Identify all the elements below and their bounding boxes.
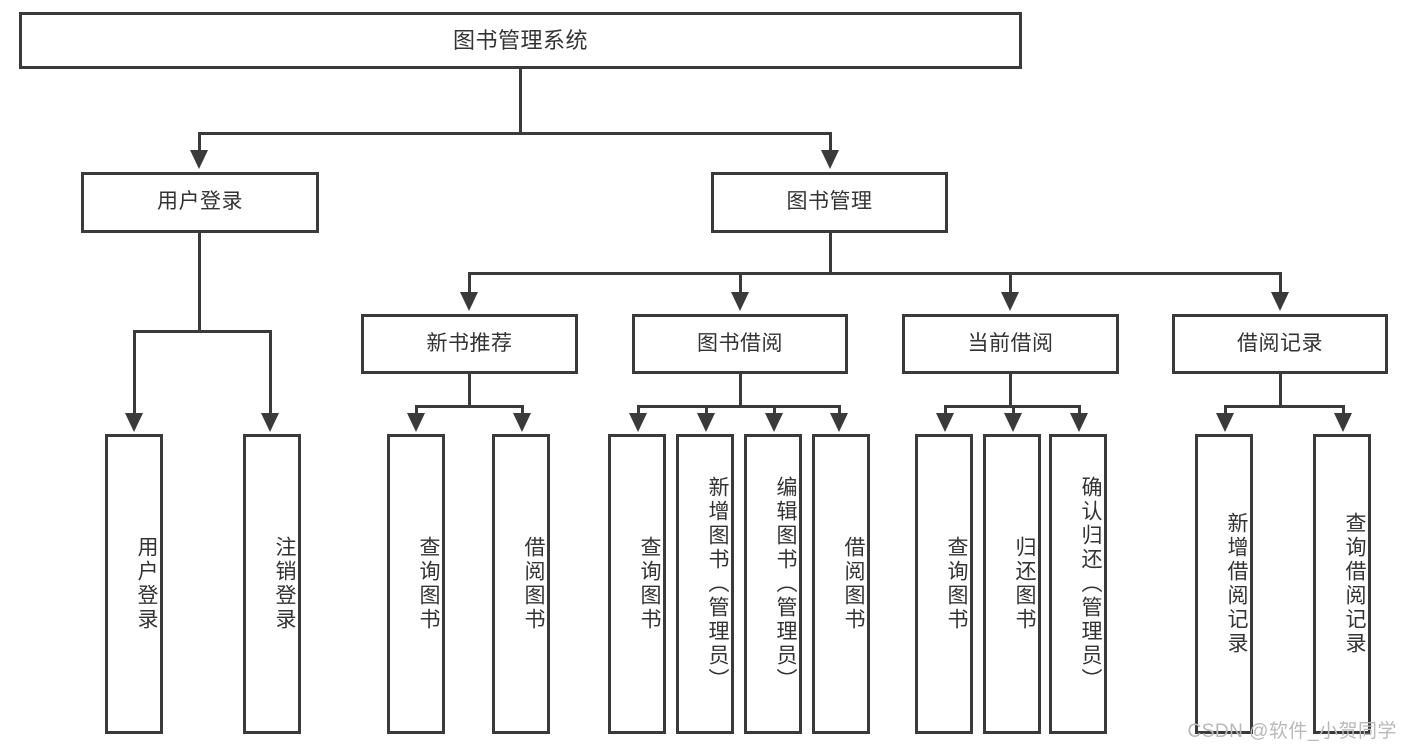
edge-book-mgmt-bus	[468, 272, 1282, 275]
arrowhead-book-borrow-to-leaf-4	[830, 413, 848, 432]
arrowhead-book-mgmt-to-l2-2	[731, 292, 749, 311]
leaf-new-book-query-book[interactable]: 查询图书	[387, 434, 445, 734]
edge-borrow-record-stem	[1279, 374, 1282, 408]
node-label: 借阅图书	[842, 536, 865, 632]
node-label: 新书推荐	[426, 331, 513, 355]
leaf-book-borrow-borrow-book[interactable]: 借阅图书	[812, 434, 870, 734]
leaf-user-login-logout[interactable]: 注销登录	[243, 434, 301, 734]
edge-book-borrow-to-leaf-2	[705, 405, 708, 415]
node-label: 编辑图书（管理员）	[774, 476, 797, 692]
edge-current-borrow-stem	[1009, 374, 1012, 408]
edge-book-borrow-to-leaf-4	[838, 405, 841, 415]
node-book-borrow[interactable]: 图书借阅	[632, 314, 848, 374]
edge-book-borrow-stem	[739, 374, 742, 408]
node-new-book-recommend[interactable]: 新书推荐	[361, 314, 578, 374]
edge-user-login-to-leaf-2	[269, 330, 272, 415]
edge-user-login-bus	[133, 330, 271, 333]
edge-root-to-book-mgmt	[829, 132, 832, 152]
node-label: 查询图书	[945, 536, 968, 632]
arrowhead-user-login-to-leaf-1	[125, 413, 143, 432]
edge-current-borrow-to-leaf-1	[944, 405, 947, 415]
edge-borrow-record-to-leaf-2	[1342, 405, 1345, 415]
edge-new-book-bus	[415, 405, 523, 408]
arrowhead-root-to-book-mgmt	[821, 150, 839, 169]
edge-new-book-to-leaf-1	[415, 405, 418, 415]
edge-book-borrow-to-leaf-3	[773, 405, 776, 415]
edge-current-borrow-to-leaf-2	[1012, 405, 1015, 415]
node-label: 注销登录	[273, 536, 296, 632]
arrowhead-borrow-record-to-leaf-2	[1334, 413, 1352, 432]
edge-root-to-user-login	[198, 132, 201, 152]
edge-book-mgmt-to-l2-3	[1009, 272, 1012, 294]
leaf-current-borrow-query-book[interactable]: 查询图书	[915, 434, 973, 734]
arrowhead-current-borrow-to-leaf-3	[1070, 413, 1088, 432]
edge-new-book-stem	[468, 374, 471, 408]
leaf-borrow-record-add-record[interactable]: 新增借阅记录	[1195, 434, 1253, 734]
arrowhead-book-mgmt-to-l2-1	[460, 292, 478, 311]
arrowhead-user-login-to-leaf-2	[261, 413, 279, 432]
node-borrow-record[interactable]: 借阅记录	[1172, 314, 1388, 374]
node-user-login[interactable]: 用户登录	[81, 172, 319, 233]
arrowhead-new-book-to-leaf-1	[407, 413, 425, 432]
node-label: 图书管理	[786, 190, 873, 214]
node-label: 归还图书	[1013, 536, 1036, 632]
node-root-system[interactable]: 图书管理系统	[19, 12, 1022, 69]
edge-root-bus	[198, 132, 830, 135]
arrowhead-new-book-to-leaf-2	[513, 413, 531, 432]
leaf-current-borrow-confirm-return-admin[interactable]: 确认归还（管理员）	[1049, 434, 1107, 734]
node-label: 当前借阅	[967, 331, 1054, 355]
edge-user-login-to-leaf-1	[133, 330, 136, 415]
arrowhead-current-borrow-to-leaf-1	[936, 413, 954, 432]
edge-borrow-record-to-leaf-1	[1224, 405, 1227, 415]
node-book-management[interactable]: 图书管理	[711, 172, 948, 233]
edge-book-mgmt-to-l2-4	[1279, 272, 1282, 294]
arrowhead-borrow-record-to-leaf-1	[1216, 413, 1234, 432]
arrowhead-book-mgmt-to-l2-3	[1001, 292, 1019, 311]
edge-current-borrow-to-leaf-3	[1078, 405, 1081, 415]
arrowhead-book-mgmt-to-l2-4	[1271, 292, 1289, 311]
edge-new-book-to-leaf-2	[521, 405, 524, 415]
edge-book-mgmt-to-l2-2	[739, 272, 742, 294]
edge-root-stem	[519, 69, 522, 134]
edge-book-mgmt-stem	[829, 233, 832, 275]
leaf-book-borrow-add-book-admin[interactable]: 新增图书（管理员）	[676, 434, 734, 734]
arrowhead-book-borrow-to-leaf-2	[697, 413, 715, 432]
leaf-current-borrow-return-book[interactable]: 归还图书	[983, 434, 1041, 734]
node-label: 新增图书（管理员）	[706, 476, 729, 692]
edge-user-login-stem	[198, 233, 201, 333]
node-label: 查询借阅记录	[1343, 512, 1366, 656]
node-label: 用户登录	[157, 190, 243, 214]
arrowhead-book-borrow-to-leaf-1	[629, 413, 647, 432]
node-label: 查询图书	[417, 536, 440, 632]
edge-book-mgmt-to-l2-1	[468, 272, 471, 294]
leaf-user-login-login[interactable]: 用户登录	[105, 434, 163, 734]
leaf-book-borrow-edit-book-admin[interactable]: 编辑图书（管理员）	[744, 434, 802, 734]
leaf-borrow-record-query-record[interactable]: 查询借阅记录	[1313, 434, 1371, 734]
leaf-book-borrow-query-book[interactable]: 查询图书	[608, 434, 666, 734]
node-label: 查询图书	[638, 536, 661, 632]
node-label: 借阅记录	[1237, 331, 1323, 355]
arrowhead-book-borrow-to-leaf-3	[765, 413, 783, 432]
node-label: 新增借阅记录	[1225, 512, 1248, 656]
arrowhead-current-borrow-to-leaf-2	[1004, 413, 1022, 432]
node-label: 借阅图书	[522, 536, 545, 632]
node-current-borrow[interactable]: 当前借阅	[902, 314, 1119, 374]
node-label: 图书管理系统	[452, 27, 588, 53]
edge-book-borrow-bus	[637, 405, 841, 408]
arrowhead-root-to-user-login	[190, 150, 208, 169]
node-label: 确认归还（管理员）	[1079, 476, 1102, 692]
node-label: 用户登录	[135, 536, 158, 632]
leaf-new-book-borrow-book[interactable]: 借阅图书	[492, 434, 550, 734]
node-label: 图书借阅	[697, 331, 783, 355]
edge-book-borrow-to-leaf-1	[637, 405, 640, 415]
edge-borrow-record-bus	[1224, 405, 1342, 408]
